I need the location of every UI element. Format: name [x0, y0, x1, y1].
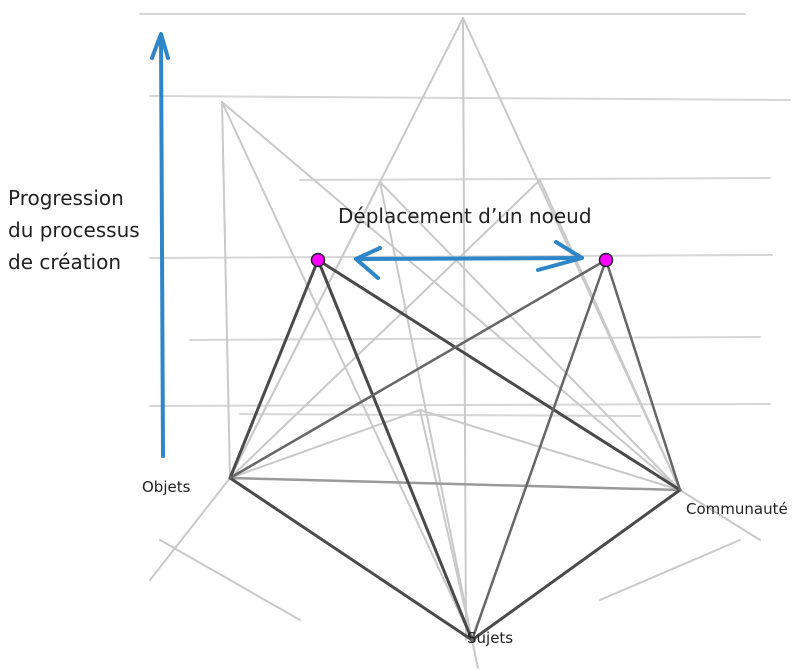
edge-right-node-objets [228, 258, 608, 480]
edge-objets-communaute [228, 476, 682, 492]
sketch-guide-line [149, 403, 771, 407]
edge-left-node-objets [228, 258, 320, 480]
sketch-line [419, 409, 681, 491]
diagram-edges [228, 258, 682, 642]
move-label: Déplacement d’un noeud [338, 204, 592, 228]
progression-arrow [150, 32, 170, 458]
sketch-line [221, 101, 231, 479]
sketch-construction [149, 17, 761, 669]
edge-right-node-communaute [604, 258, 682, 492]
edge-left-node-sujets [316, 258, 474, 642]
progression-arrow-head [150, 32, 170, 60]
edge-right-node-sujets [470, 258, 608, 642]
right-node [598, 252, 614, 268]
edge-sujets-communaute [470, 488, 682, 642]
sketch-guide-line [239, 413, 641, 417]
sketch-guide-line [149, 95, 791, 101]
sketch-line [539, 179, 681, 491]
sketch-line [221, 101, 473, 641]
sketch-guide-line [189, 336, 761, 341]
move-double-arrow [354, 240, 584, 280]
sketch-line [229, 179, 541, 479]
progression-label-line: du processus [8, 218, 140, 242]
sketch-line [599, 539, 741, 601]
sketch-line [221, 101, 681, 491]
sketch-line [149, 477, 231, 581]
sketch-line [679, 489, 761, 541]
node-label-objets: Objets [142, 478, 191, 496]
sketch-guide-line [299, 177, 771, 181]
edge-left-node-communaute [316, 258, 682, 492]
progression-arrow-shaft [159, 36, 165, 458]
sketch-line [462, 17, 467, 641]
progression-label: Progression du processus de création [8, 182, 140, 278]
move-arrow-shaft [354, 256, 584, 261]
sketch-line [229, 409, 421, 479]
left-node [310, 252, 326, 268]
node-label-sujets: Sujets [467, 629, 514, 647]
progression-label-line: de création [8, 250, 122, 274]
node-label-communaute: Communauté [686, 500, 788, 518]
move-arrow-head-right [536, 240, 584, 272]
sketch-line [379, 181, 681, 491]
edge-objets-sujets [228, 476, 474, 642]
sketch-line [471, 639, 479, 669]
progression-label-line: Progression [8, 186, 124, 210]
sketch-line [419, 409, 473, 641]
move-arrow-head-left [354, 246, 382, 280]
sketch-line [159, 539, 301, 621]
sketch-line [229, 17, 464, 479]
